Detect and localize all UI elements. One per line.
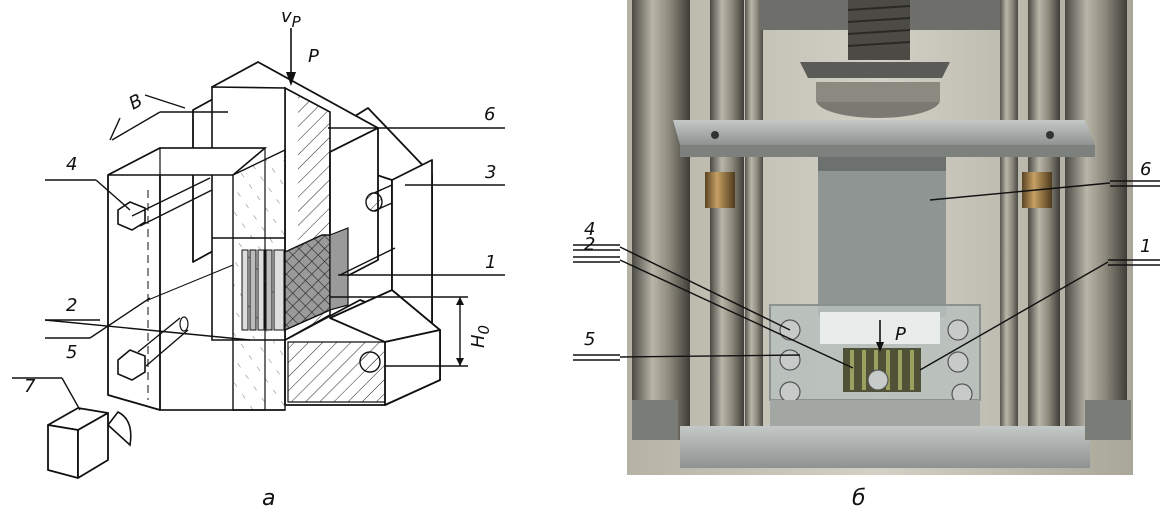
screw-nut	[800, 62, 950, 78]
material-side	[329, 227, 349, 311]
schematic-drawing: vP P B H0 6 3 1 4 2 5 7 a	[12, 6, 505, 511]
bushing-left	[705, 172, 735, 208]
right-caption: б	[852, 486, 866, 511]
lower-plate	[770, 400, 980, 426]
label-5: 5	[66, 342, 77, 363]
inner-right-rod	[1028, 0, 1060, 440]
force-arrow-head	[286, 72, 296, 86]
photo-force-label: P	[895, 324, 906, 345]
right-column	[1065, 0, 1127, 440]
left-caption: a	[262, 486, 275, 511]
label-3: 3	[485, 162, 496, 183]
photo-label-5: 5	[584, 329, 595, 350]
base-pin	[359, 351, 381, 373]
force-label: P	[308, 46, 319, 67]
window-bottom-left	[107, 394, 161, 411]
leader-2	[44, 319, 251, 341]
photo-label-2: 2	[584, 234, 595, 255]
velocity-label: vP	[281, 6, 302, 31]
pin-right	[365, 184, 393, 212]
label-4: 4	[66, 154, 77, 175]
label-2: 2	[66, 295, 77, 316]
photo-label-1: 1	[1140, 236, 1151, 257]
photo-base	[680, 426, 1090, 468]
photo-label-6: 6	[1140, 159, 1151, 180]
inner-left-rod	[710, 0, 744, 440]
camera-icon	[47, 407, 132, 479]
base-right-face	[384, 329, 441, 406]
inner-edge	[147, 264, 234, 301]
width-dim-line	[111, 111, 161, 141]
upper-plate	[673, 120, 1095, 145]
photo-leaders	[573, 180, 1160, 371]
label-6: 6	[484, 104, 495, 125]
left-column	[632, 0, 690, 440]
bolt-bottom	[117, 316, 189, 381]
photo-label-4: 4	[584, 219, 595, 240]
bolt-top	[117, 177, 213, 231]
photo-punch	[818, 157, 946, 317]
specimen-layers	[241, 249, 285, 331]
width-label: B	[125, 90, 146, 114]
leader-1	[339, 247, 396, 276]
label-7: 7	[24, 376, 36, 397]
label-1: 1	[485, 252, 496, 273]
height-label: H0	[468, 325, 493, 348]
apparatus-photo: P 4 2 5 6 1 б	[573, 0, 1160, 511]
